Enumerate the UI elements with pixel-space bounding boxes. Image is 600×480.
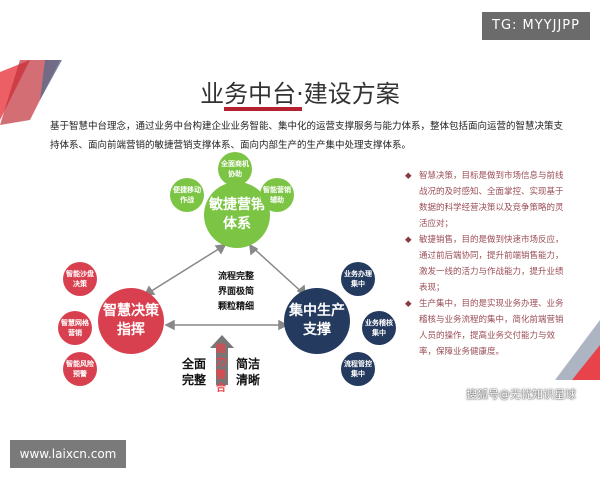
right-label: 简洁清晰: [236, 357, 261, 387]
center-labels: 流程完整 界面极简 颗粒精细: [195, 270, 277, 315]
red-main-circle: 智慧决策指挥: [98, 288, 164, 354]
title-underline: [224, 107, 302, 111]
bullet-item: ◆ 智慧决策，目标是做到市场信息与前线战况的及时感知、全面掌控、实现基于数据的科学…: [405, 168, 565, 232]
tg-badge: TG: MYYJJPP: [482, 12, 590, 40]
green-sub-circle: 便捷移动作战: [170, 178, 204, 212]
bullet-item: ◆ 生产集中，目的是实现业务办理、业务稽核与业务流程的集中，简化前端营销人员的操作…: [405, 296, 565, 360]
left-label: 全面完整: [182, 357, 207, 387]
red-sub-circle: 智能风险预警: [63, 352, 97, 386]
watermark: 搜狐号@无忧知识星球: [466, 388, 576, 401]
green-main-circle: 敏捷营销体系: [204, 182, 270, 248]
intro-paragraph: 基于智慧中台理念，通过业务中台构建企业业务智能、集中化的运营支撑服务与能力体系，…: [50, 121, 564, 151]
red-sub-circle: 智慧网格营销: [58, 311, 92, 345]
arrow-label: 能力整合: [216, 344, 226, 394]
navy-sub-circle: 流程管控集中: [341, 352, 375, 386]
up-arrow-icon: [210, 335, 234, 385]
bullet-text: 生产集中，目的是实现业务办理、业务稽核与业务流程的集中，简化前端营销人员的操作，…: [419, 299, 564, 357]
center-label: 流程完整: [217, 272, 254, 282]
diamond-icon: ◆: [405, 235, 412, 245]
bullet-item: ◆ 敏捷销售，目的是做到快速市场反应，通过前后端协同，提升前端销售能力，激发一线的…: [405, 232, 565, 296]
bullet-list: ◆ 智慧决策，目标是做到市场信息与前线战况的及时感知、全面掌控、实现基于数据的科学…: [405, 168, 565, 360]
navy-sub-circle: 业务办理集中: [341, 262, 375, 296]
page-title: 业务中台·建设方案: [200, 80, 400, 108]
center-label: 界面极简: [217, 287, 254, 297]
bullet-text: 敏捷销售，目的是做到快速市场反应，通过前后端协同，提升前端销售能力，激发一线的活…: [419, 235, 564, 293]
diamond-icon: ◆: [405, 299, 412, 309]
center-label: 颗粒精细: [217, 302, 254, 312]
green-sub-circle: 全面商机协助: [218, 152, 252, 186]
navy-main-circle: 集中生产支撑: [284, 288, 350, 354]
navy-sub-circle: 业务稽核集中: [362, 311, 396, 345]
site-label: www.laixcn.com: [10, 440, 126, 468]
bullet-text: 智慧决策，目标是做到市场信息与前线战况的及时感知、全面掌控、实现基于数据的科学经…: [419, 171, 564, 229]
diamond-icon: ◆: [405, 171, 412, 181]
red-sub-circle: 智能沙盘决策: [63, 262, 97, 296]
green-sub-circle: 智能营销辅助: [260, 178, 294, 212]
